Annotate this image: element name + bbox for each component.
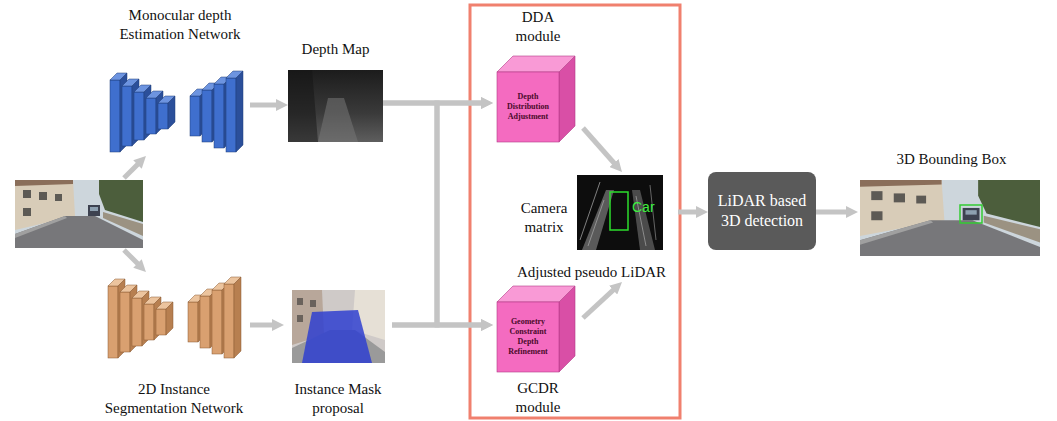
mask-image	[310, 300, 316, 307]
module-frame	[470, 5, 680, 418]
input-image	[15, 180, 143, 248]
arrow-connector	[816, 210, 850, 215]
pseudo-lidar-image	[580, 182, 600, 240]
cube-top	[497, 56, 575, 72]
image-block: Depth Map	[288, 40, 383, 143]
node-label: Adjusted pseudo LiDAR	[505, 263, 678, 282]
node-label: 3D Bounding Box	[858, 150, 1045, 169]
node-label: DDA module	[508, 8, 568, 46]
arrow-connector	[383, 103, 485, 325]
node-label: Depth Map	[288, 40, 383, 59]
node-label: GCDR module	[508, 379, 568, 417]
image-block: 3D Bounding Box	[858, 150, 1045, 258]
input-label: Camera matrix	[513, 199, 575, 237]
process-box: LiDAR based 3D detection	[708, 172, 816, 250]
node-label: LiDAR based 3D detection	[714, 191, 810, 231]
class-tag: Car	[632, 199, 662, 215]
depth-map-image	[288, 70, 383, 142]
pseudo-lidar-image	[588, 200, 604, 246]
arrow-connector	[583, 128, 617, 166]
input-arrow	[124, 162, 140, 178]
depth-map-image	[288, 70, 318, 142]
arrow-connector	[583, 287, 616, 318]
arrow-connector	[392, 323, 485, 328]
image-block: Instance Mask proposal	[284, 288, 392, 418]
module-cube: Geometry Constraint Depth RefinementGCDR…	[493, 280, 583, 417]
module-cube: DDA moduleDepth Distribution Adjustment	[493, 8, 583, 142]
pseudo-lidar-image	[577, 175, 663, 250]
network-block: Monocular depth Estimation Network	[110, 6, 250, 156]
result-image	[960, 205, 982, 223]
cube-front	[497, 72, 559, 142]
arrow-connector	[392, 103, 485, 325]
input-arrow	[124, 250, 140, 266]
depth-map-image	[318, 98, 358, 142]
pseudo-lidar-image	[610, 192, 628, 230]
result-image	[860, 180, 1040, 256]
mask-image	[292, 290, 385, 363]
network-illustration	[110, 71, 243, 152]
cube-front	[497, 302, 559, 372]
module-text: Geometry Constraint Depth Refinement	[503, 317, 553, 357]
pseudo-lidar-image	[577, 175, 663, 250]
mask-image	[292, 290, 385, 363]
node-label: Monocular depth Estimation Network	[110, 6, 250, 44]
cube-top	[497, 286, 575, 302]
network-illustration	[108, 277, 241, 358]
module-text: Depth Distribution Adjustment	[503, 92, 553, 122]
result-image	[860, 180, 1040, 256]
node-label: 2D Instance Segmentation Network	[98, 380, 250, 418]
mask-image	[302, 310, 372, 363]
network-block: 2D Instance Segmentation Network	[98, 270, 250, 418]
mask-image	[297, 315, 303, 322]
node-label: Instance Mask proposal	[284, 380, 392, 418]
arrow-connector	[678, 210, 700, 215]
arrow-connector	[250, 103, 280, 108]
depth-map-image	[288, 70, 383, 142]
mask-image	[297, 298, 303, 305]
arrow-connector	[250, 323, 276, 328]
